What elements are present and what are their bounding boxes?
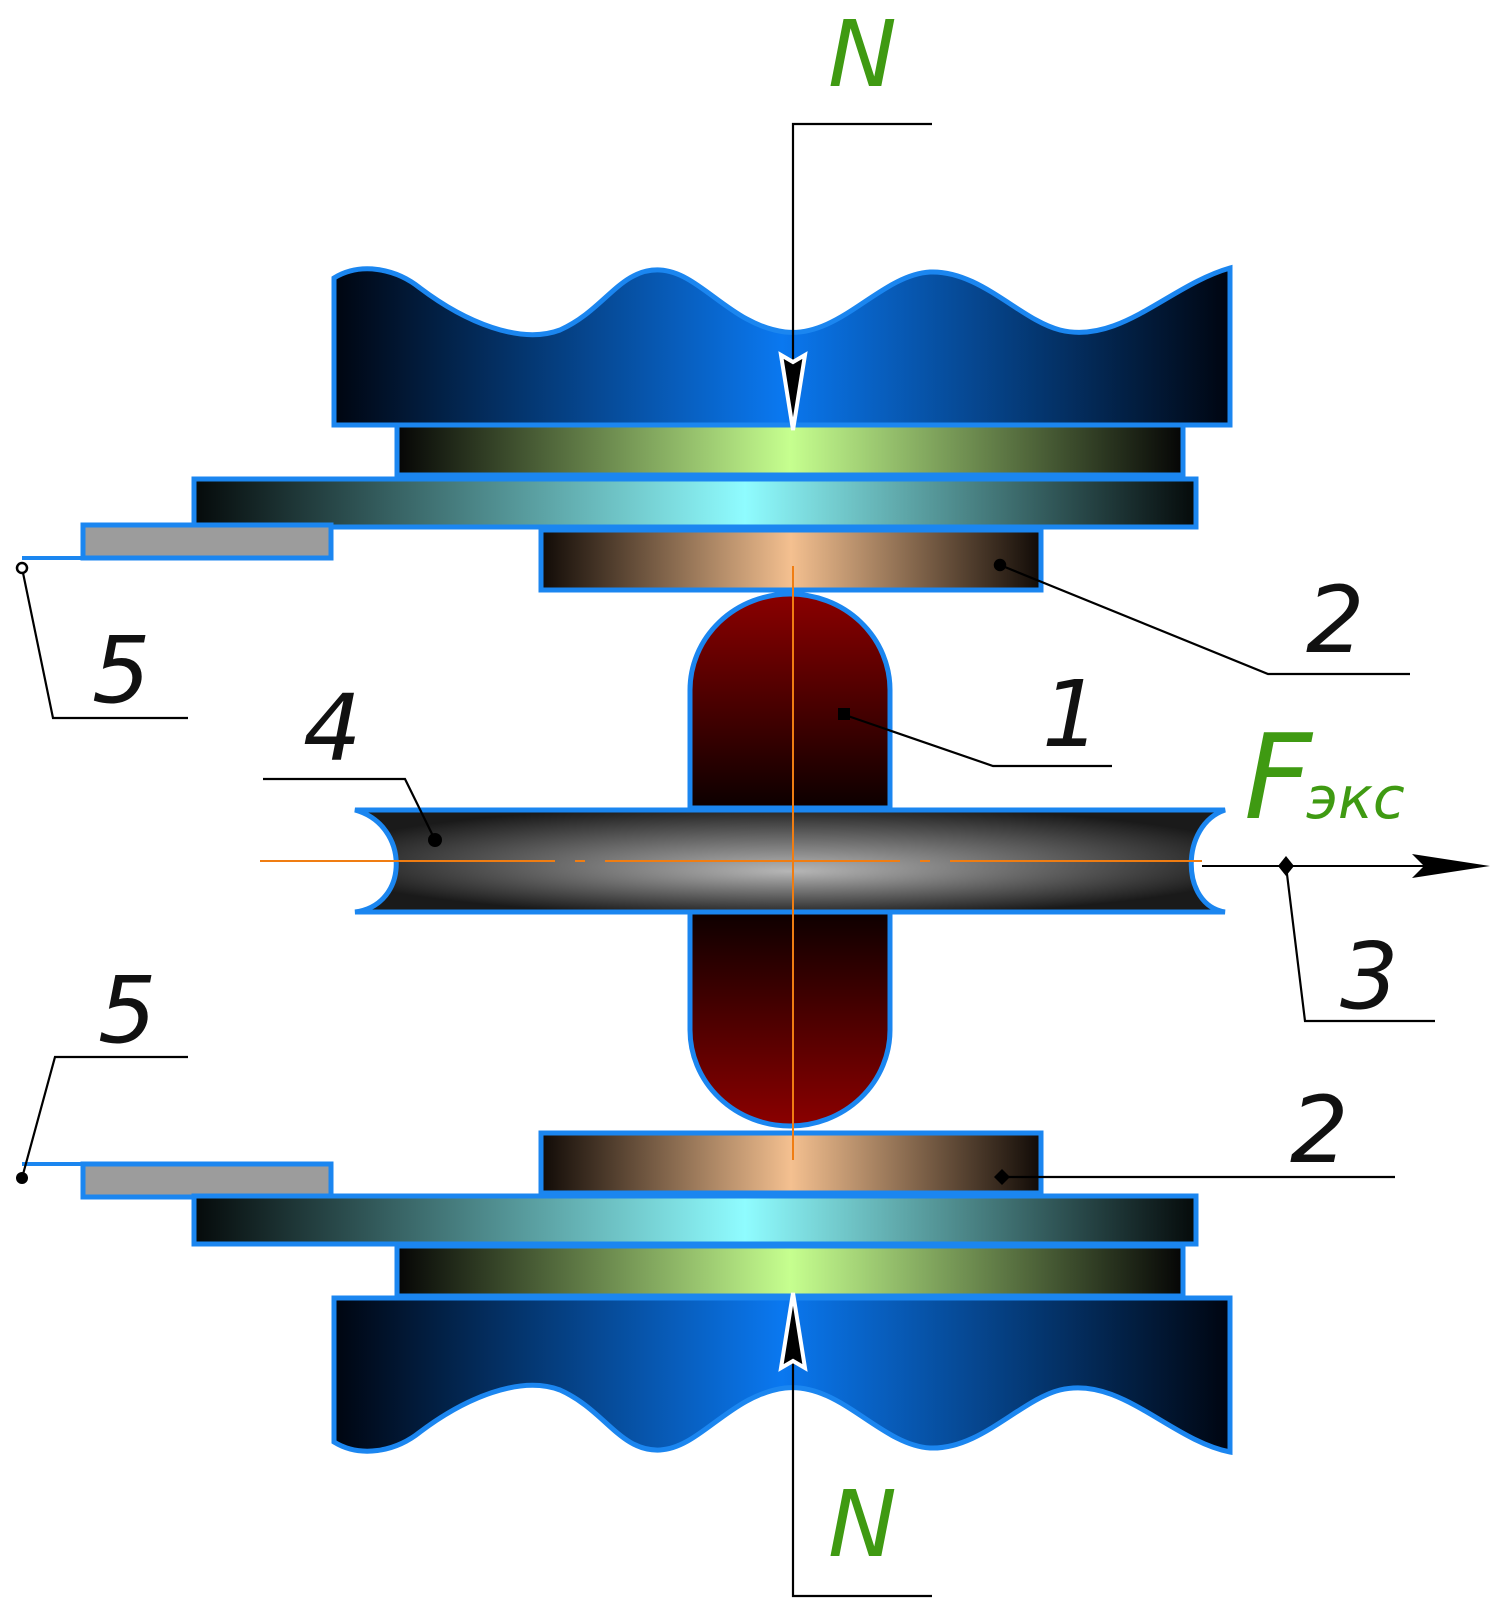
friction-force-arrow-icon (1412, 854, 1490, 878)
leader-part-5-bottom (20, 1055, 188, 1179)
label-force-n-top: N (828, 1, 897, 108)
force-n-top-leader (791, 122, 932, 425)
lower-grey-strip (80, 1161, 334, 1200)
lower-cyan-plate (191, 1193, 1199, 1247)
leader-part-3 (1284, 865, 1435, 1023)
leader-part-3-dot (1278, 856, 1294, 876)
label-part-2-bottom: 2 (1290, 1077, 1349, 1184)
leader-part-5-bottom-dot (16, 1172, 28, 1184)
label-part-3: 3 (1340, 923, 1399, 1030)
leader-part-5-top (20, 567, 188, 720)
label-friction-force: F (1244, 708, 1314, 846)
lower-green-plate (394, 1243, 1186, 1299)
label-force-n-bottom: N (828, 1471, 897, 1578)
specimen-lower-half (687, 907, 893, 1129)
force-n-top-arrow-icon (778, 351, 808, 431)
label-part-2-top: 2 (1306, 567, 1365, 674)
upper-cyan-plate (191, 476, 1199, 530)
leader-part-4 (263, 777, 436, 841)
lower-anvil (331, 1295, 1233, 1456)
upper-grey-strip (80, 522, 334, 561)
force-n-bottom-arrow-icon (778, 1292, 808, 1372)
leader-part-1 (844, 713, 1112, 768)
force-n-bottom-leader (791, 1298, 932, 1598)
upper-green-plate (394, 422, 1186, 478)
leader-part-5-top-dot (15, 561, 29, 575)
label-part-5-bottom: 5 (98, 957, 157, 1064)
label-part-1: 1 (1042, 661, 1101, 768)
leader-part-1-dot (838, 708, 850, 720)
leader-part-2-top-dot (993, 558, 1007, 572)
label-part-5-top: 5 (92, 617, 151, 724)
specimen-upper-half (687, 591, 893, 811)
leader-part-2-bottom-dot (994, 1169, 1010, 1185)
leader-part-4-dot (428, 833, 442, 847)
label-part-4: 4 (303, 675, 362, 782)
label-friction-force-subscript: экс (1306, 764, 1405, 832)
upper-anvil (331, 264, 1233, 428)
lower-tan-pad (538, 1130, 1044, 1196)
leader-part-2-top (999, 563, 1410, 676)
upper-tan-pad (538, 527, 1044, 593)
